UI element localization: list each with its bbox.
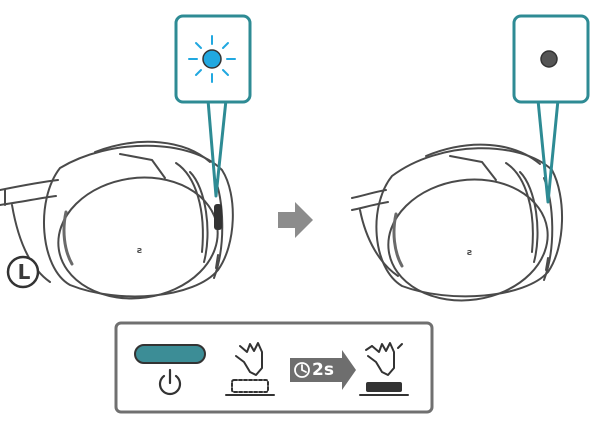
led-blinking-blue-icon [188,35,236,83]
timer-arrow [290,350,356,390]
right-state-headphone: ƨ [351,143,564,302]
callout-right [512,14,590,204]
left-side-badge [6,255,40,289]
finger-press-icon [225,342,275,396]
left-headphone: ƨ [0,140,234,300]
brand-logo: ƨ [137,246,142,256]
power-icon [158,368,182,396]
side-label: L [17,260,31,284]
callout-left [174,14,252,198]
led-off-icon [540,50,558,68]
indicator-bar [134,344,206,364]
clock-icon [294,362,310,378]
finger-release-icon [359,342,409,396]
instruction-panel [114,321,434,414]
timer-label: 2s [312,360,334,380]
arrow-right-icon [278,202,313,238]
brand-logo-right: ƨ [467,248,472,258]
power-button [214,204,222,230]
